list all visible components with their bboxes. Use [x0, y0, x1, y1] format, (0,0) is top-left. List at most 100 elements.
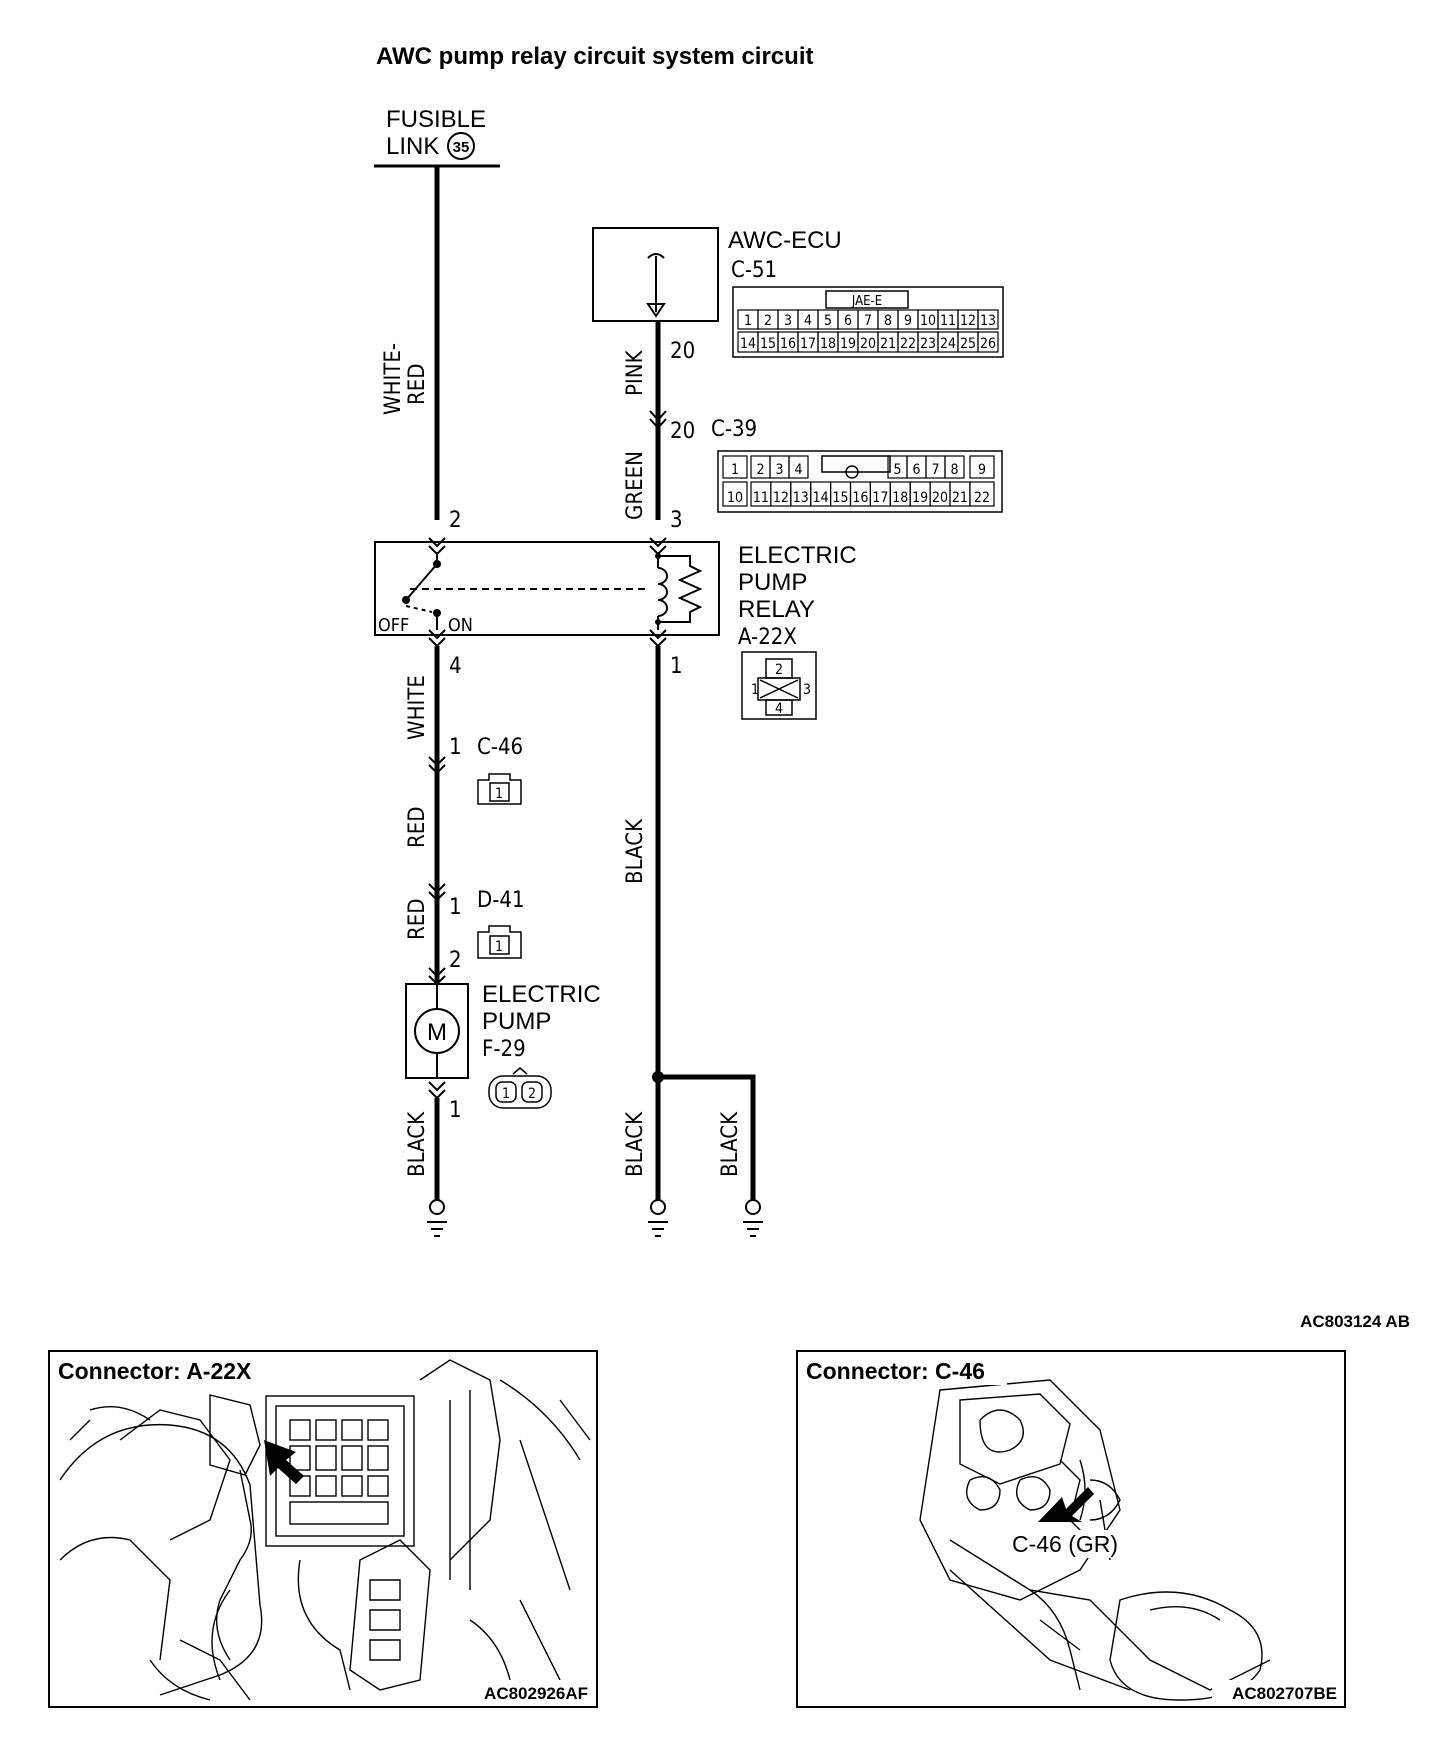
ground-icon — [427, 1199, 447, 1237]
ground-icon — [648, 1199, 668, 1237]
connector-c39-pin: 1 — [731, 462, 739, 478]
connector-d41-label: D-41 — [477, 888, 525, 913]
connector-a22x-pin-3: 3 — [803, 682, 811, 698]
connector-c51-pin: 9 — [904, 313, 912, 329]
pin-label-pump-1: 1 — [449, 1098, 462, 1123]
connector-c39-pin: 18 — [892, 490, 908, 506]
connector-f29-key — [512, 1067, 528, 1075]
connector-c51-pin: 20 — [860, 336, 876, 352]
connector-a22x-pin-1: 1 — [751, 682, 759, 698]
connector-a22x-face — [741, 651, 817, 720]
pin-label-d41-1: 1 — [449, 895, 462, 920]
connector-c39-pin: 5 — [893, 462, 901, 478]
connector-c51-pin-cell — [977, 331, 999, 353]
relay-switch-travel — [405, 605, 433, 613]
connector-a22x-pin4-box — [765, 699, 793, 716]
wire-label-green: GREEN — [623, 451, 648, 520]
relay-pin4-terminal — [428, 629, 446, 648]
relay-resistor-icon — [658, 555, 703, 623]
connector-c39-lock-icon — [845, 465, 859, 479]
photo-panel-c46-callout-bg — [1008, 1530, 1126, 1558]
photo-panel-a22x-title: Connector: A-22X — [58, 1358, 252, 1384]
connector-c39-pin: 11 — [753, 490, 769, 506]
connector-c51-pin: 15 — [760, 336, 776, 352]
connector-c39-key — [821, 455, 891, 473]
wire-black-ground-branch — [658, 1074, 756, 1200]
connector-c39-label: C-39 — [711, 417, 757, 442]
connector-c51-face — [732, 286, 1004, 358]
connector-c46-pin-box — [489, 782, 510, 802]
pump-label-2: PUMP — [482, 1008, 551, 1035]
connector-c46-junction — [428, 756, 446, 775]
photo-panel-a22x — [48, 1350, 598, 1708]
photo-panel-c46-code-bg — [1212, 1680, 1340, 1703]
pin-label-relay-1: 1 — [670, 654, 683, 679]
connector-c51-pin: 12 — [960, 313, 976, 329]
connector-c51-pin: 16 — [780, 336, 796, 352]
connector-c39-pin-cell — [944, 455, 965, 479]
connector-c39-pin-cell — [969, 481, 995, 507]
connector-c51-pin: 6 — [844, 313, 852, 329]
photo-panel-a22x-title-bg — [55, 1356, 269, 1385]
connector-c39-pin: 9 — [978, 462, 986, 478]
relay-label-1: ELECTRIC — [738, 542, 857, 569]
relay-on-label: ON — [448, 615, 473, 636]
connector-c46-label: C-46 — [477, 735, 523, 760]
fusible-link-label-1: FUSIBLE — [386, 106, 486, 133]
connector-c51-pin: 1 — [744, 313, 752, 329]
connector-d41-pin-box — [489, 935, 510, 955]
photo-panel-c46-callout: C-46 (GR) — [1012, 1531, 1118, 1557]
connector-d41-pin: 1 — [495, 939, 503, 955]
connector-c51-pin: 10 — [920, 313, 936, 329]
connector-c39-pin: 14 — [813, 490, 829, 506]
pin-label-c51-20: 20 — [670, 339, 695, 364]
connector-c51-pin: 23 — [920, 336, 936, 352]
pin-label-relay-4: 4 — [449, 654, 462, 679]
relay-label-2: PUMP — [738, 569, 807, 596]
connector-c51-pin: 26 — [980, 336, 996, 352]
connector-c51-pin: 2 — [764, 313, 772, 329]
connector-c39-pin: 7 — [931, 462, 939, 478]
relay-off-label: OFF — [378, 615, 409, 636]
connector-c39-pin: 15 — [833, 490, 849, 506]
wire-label-black-1: BLACK — [405, 1111, 430, 1177]
connector-a22x-cross-icon — [759, 679, 799, 699]
connector-c51-pin: 22 — [900, 336, 916, 352]
connector-c39-pin: 22 — [974, 490, 990, 506]
connector-c39-pin-cell — [722, 481, 748, 507]
connector-c51-pin: 13 — [980, 313, 996, 329]
connector-c39-pin: 13 — [793, 490, 809, 506]
arrow-icon — [264, 1440, 304, 1484]
wire-label-red-1: RED — [405, 807, 430, 849]
fusible-link-number: 35 — [453, 139, 470, 156]
connector-c51-pin: 3 — [784, 313, 792, 329]
connector-c51-pin-cell — [977, 309, 999, 330]
connector-c39-pin: 6 — [912, 462, 920, 478]
connector-f29-pin1-box — [495, 1081, 517, 1103]
awc-ecu-internal-lead — [647, 253, 665, 312]
wire-label-black-2: BLACK — [623, 818, 648, 884]
relay-pin2-terminal — [428, 537, 446, 556]
connector-c51-pin: 24 — [940, 336, 956, 352]
connector-c39-pin: 4 — [794, 462, 802, 478]
connector-c51-pin: 25 — [960, 336, 976, 352]
photo-panel-a22x-code-bg — [461, 1680, 591, 1703]
wire-label-white-red-2: RED — [405, 364, 430, 406]
ground-icon — [743, 1199, 763, 1237]
pump-label-1: ELECTRIC — [482, 981, 601, 1008]
relay-pin3-terminal — [649, 537, 667, 556]
awc-ecu-arrow-icon — [646, 303, 666, 318]
connector-d41-face — [477, 925, 522, 959]
connector-c46-face — [477, 773, 522, 805]
connector-c39-pin: 2 — [756, 462, 764, 478]
connector-c51-pin: 21 — [880, 336, 896, 352]
relay-label-3: RELAY — [738, 596, 815, 623]
relay-switch-off-contact — [402, 596, 410, 604]
motor-symbol: M — [427, 1019, 447, 1046]
connector-c46-pin: 1 — [495, 786, 503, 802]
connector-f29-pin-2: 2 — [528, 1086, 536, 1102]
connector-c39-face — [717, 450, 1003, 513]
wire-label-white: WHITE — [405, 675, 430, 740]
